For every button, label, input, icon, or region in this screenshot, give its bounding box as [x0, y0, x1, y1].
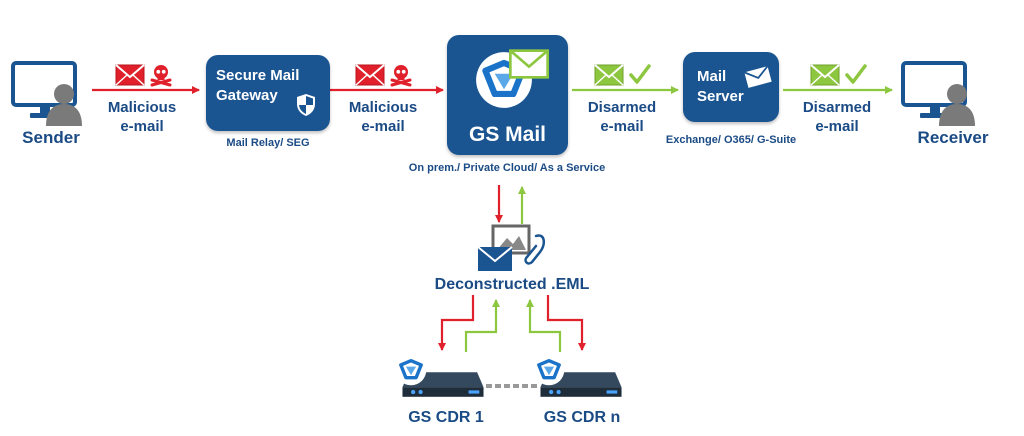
edge-label-4: Disarmed e-mail: [795, 98, 879, 136]
cdr1-label: GS CDR 1: [408, 409, 484, 426]
malicious-envelope-icon: [115, 64, 145, 86]
edge-label-2-line1: Malicious: [348, 99, 418, 116]
secure-gateway-title-line1: Secure Mail: [216, 67, 300, 84]
edge-label-4-line1: Disarmed: [802, 99, 872, 116]
edge-label-3-line2: e-mail: [600, 118, 644, 135]
cdrn-label: GS CDR n: [543, 409, 621, 426]
disarmed-envelope-icon: [594, 64, 624, 86]
mail-server-title-line1: Mail: [697, 68, 727, 85]
edge-label-3-line1: Disarmed: [587, 99, 657, 116]
sender-label: Sender: [22, 128, 80, 147]
skull-crossbones-icon: [390, 63, 412, 87]
shield-icon: [297, 94, 315, 116]
cdrn-gs-logo-icon: [532, 353, 566, 387]
cdr1-gs-logo-icon: [394, 353, 428, 387]
edge-label-1-line1: Malicious: [107, 99, 177, 116]
mail-server-title-line2: Server: [697, 88, 744, 105]
secure-gateway-caption: Mail Relay/ SEG: [226, 137, 310, 149]
skull-crossbones-icon: [150, 63, 172, 87]
mail-server-caption: Exchange/ O365/ G-Suite: [665, 134, 797, 146]
gs-mail-caption: On prem./ Private Cloud/ As a Service: [408, 162, 606, 174]
edge-deconstructed-to-cdrn: [546, 295, 586, 351]
gs-mail-title: GS Mail: [468, 123, 547, 146]
receiver-label: Receiver: [917, 128, 989, 147]
edge-cdrn-to-deconstructed: [526, 299, 562, 352]
envelope-icon: [744, 66, 772, 88]
edge-label-1: Malicious e-mail: [100, 98, 184, 136]
edge-cdr1-to-deconstructed: [464, 299, 500, 352]
edge-label-3: Disarmed e-mail: [580, 98, 664, 136]
checkmark-icon: [845, 64, 867, 84]
edge-deconstructed-to-cdr1: [438, 295, 475, 351]
edge-label-4-line2: e-mail: [815, 118, 859, 135]
gs-mail-node: GS Mail: [447, 35, 568, 155]
deconstructed-eml-label: Deconstructed .EML: [434, 276, 590, 293]
deconstructed-eml-icon: [477, 224, 545, 271]
malicious-envelope-icon: [355, 64, 385, 86]
edge-label-2: Malicious e-mail: [341, 98, 425, 136]
mail-server-node: Mail Server: [683, 52, 779, 122]
envelope-icon: [509, 49, 549, 79]
secure-mail-gateway-node: Secure Mail Gateway: [206, 55, 330, 131]
edge-label-1-line2: e-mail: [120, 118, 164, 135]
edge-label-2-line2: e-mail: [361, 118, 405, 135]
disarmed-envelope-icon: [810, 64, 840, 86]
secure-gateway-title-line2: Gateway: [216, 87, 278, 104]
checkmark-icon: [629, 64, 651, 84]
